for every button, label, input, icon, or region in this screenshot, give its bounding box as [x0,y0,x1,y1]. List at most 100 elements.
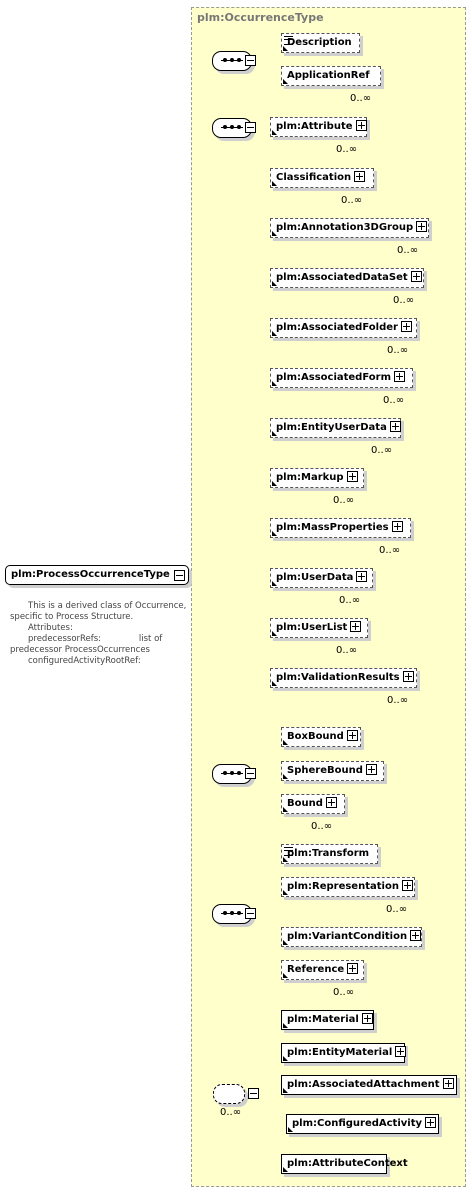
schema-element[interactable]: Bound [281,794,345,814]
schema-element[interactable]: plm:EntityMaterial [281,1043,407,1063]
reference-arrow-icon [272,531,277,536]
schema-element[interactable]: plm:ValidationResults [270,668,417,688]
expand-icon[interactable] [400,320,412,332]
expand-icon[interactable] [346,729,358,741]
expand-icon[interactable] [350,620,362,632]
schema-element[interactable]: Reference [281,960,364,980]
collapse-icon[interactable] [245,122,256,133]
schema-element[interactable]: plm:AssociatedFolder [270,318,417,338]
schema-element-label: plm:MassProperties [276,522,389,533]
expand-icon[interactable] [410,270,422,282]
reference-arrow-icon [272,181,277,186]
schema-element[interactable]: plm:VariantCondition [281,927,422,947]
reference-arrow-icon [272,631,277,636]
collapse-icon[interactable] [245,768,256,779]
schema-element-label: plm:ConfiguredActivity [292,1118,423,1129]
expand-icon[interactable] [354,170,366,182]
schema-element[interactable]: plm:AssociatedDataSet [270,268,424,288]
reference-arrow-icon [283,973,288,978]
reference-arrow-icon [283,46,288,51]
documentation-mark-icon [284,36,293,45]
schema-element-label: plm:Representation [287,881,399,892]
occurrence-label: 0..∞ [333,987,355,998]
schema-element-label: plm:VariantCondition [287,931,408,942]
sequence-compositor[interactable] [212,51,252,71]
expand-icon[interactable] [347,962,359,974]
documentation-mark-icon [284,847,293,856]
collapse-icon[interactable] [245,55,256,66]
schema-element[interactable]: plm:Transform [281,844,378,864]
schema-element[interactable]: Classification [270,168,374,188]
reference-arrow-icon [283,1056,288,1061]
expand-icon[interactable] [394,370,405,382]
schema-element[interactable]: plm:Markup [270,468,364,488]
occurrence-label: 0..∞ [397,245,419,256]
schema-element-label: plm:ValidationResults [276,672,400,683]
expand-icon[interactable] [325,796,337,808]
collapse-icon[interactable] [173,570,185,581]
schema-element[interactable]: plm:MassProperties [270,518,411,538]
schema-element-label: plm:Markup [276,472,344,483]
schema-element-label: Classification [276,172,352,183]
schema-element-label: plm:UserData [276,572,354,583]
schema-element-label: plm:Transform [287,848,370,859]
occurrence-label: 0..∞ [386,904,408,915]
occurrence-label: 0..∞ [341,195,363,206]
expand-icon[interactable] [391,520,403,532]
reference-arrow-icon [272,130,277,135]
reference-arrow-icon [283,1023,288,1028]
schema-element-label: plm:AssociatedDataSet [276,272,408,283]
expand-icon[interactable] [416,220,428,232]
occurrence-label: 0..∞ [336,645,358,656]
root-documentation: This is a derived class of Occurrence, s… [10,601,186,667]
schema-element[interactable]: plm:UserList [270,618,368,638]
expand-icon[interactable] [425,1116,437,1128]
schema-element-label: SphereBound [287,765,363,776]
occurrence-label: 0..∞ [379,545,401,556]
expand-icon[interactable] [361,1012,373,1024]
expand-icon[interactable] [355,119,367,131]
schema-element[interactable]: plm:Representation [281,877,415,897]
root-type-node[interactable]: plm:ProcessOccurrenceType [5,565,189,585]
schema-element[interactable]: SphereBound [281,761,384,781]
reference-arrow-icon [283,890,288,895]
complex-type-title: plm:OccurrenceType [197,11,324,24]
schema-element[interactable]: plm:EntityUserData [270,418,401,438]
reference-arrow-icon [272,381,277,386]
expand-icon[interactable] [402,670,414,682]
schema-element[interactable]: plm:Attribute [270,117,367,137]
schema-element-label: plm:Attribute [276,121,353,132]
schema-element-label: plm:AssociatedAttachment [287,1079,440,1090]
schema-element-label: plm:EntityMaterial [287,1047,393,1058]
expand-icon[interactable] [395,1045,407,1057]
occurrence-label: 0..∞ [339,595,361,606]
schema-element[interactable]: plm:ConfiguredActivity [286,1114,439,1134]
reference-arrow-icon [283,807,288,812]
expand-icon[interactable] [389,420,401,432]
schema-element[interactable]: plm:AssociatedAttachment [281,1075,457,1095]
doc-line: predecessor ProcessOccurrences [10,645,150,655]
schema-element[interactable]: Description [281,33,360,53]
expand-icon[interactable] [401,879,413,891]
schema-element-label: BoxBound [287,731,344,742]
expand-icon[interactable] [346,470,358,482]
reference-arrow-icon [283,740,288,745]
expand-icon[interactable] [442,1077,454,1089]
schema-element[interactable]: plm:AttributeContext [281,1154,408,1174]
collapse-icon[interactable] [245,908,256,919]
choice-compositor[interactable] [213,1084,259,1104]
expand-icon[interactable] [410,929,422,941]
collapse-icon[interactable] [248,1088,259,1099]
schema-element[interactable]: plm:Annotation3DGroup [270,218,429,238]
schema-element-label: ApplicationRef [287,70,370,81]
schema-element-label: plm:Annotation3DGroup [276,222,414,233]
schema-element[interactable]: plm:Material [281,1010,374,1030]
schema-element[interactable]: plm:AssociatedForm [270,368,413,388]
reference-arrow-icon [283,940,288,945]
expand-icon[interactable] [365,763,377,775]
reference-arrow-icon [283,774,288,779]
schema-element[interactable]: ApplicationRef [281,66,381,86]
schema-element[interactable]: plm:UserData [270,568,373,588]
expand-icon[interactable] [356,570,368,582]
schema-element[interactable]: BoxBound [281,727,361,747]
